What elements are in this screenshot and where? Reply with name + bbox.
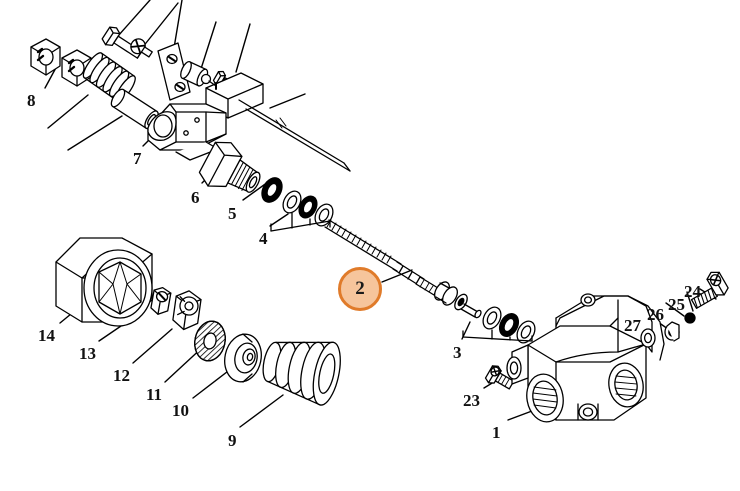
part-5-o-ring: [261, 177, 283, 203]
label-10: 10: [172, 401, 189, 420]
label-25: 25: [668, 295, 685, 314]
part-7-fork-bracket: [147, 103, 227, 161]
part-6-hex-fitting: [198, 141, 261, 193]
part-27-bushing: [664, 321, 680, 342]
part-14-socket-housing: [55, 237, 153, 327]
part-2-threaded-spindle: [324, 219, 482, 319]
label-27: 27: [624, 316, 641, 335]
label-24: 24: [684, 282, 701, 301]
part-1-housing-body: [506, 293, 665, 423]
label-13: 13: [79, 344, 96, 363]
hex-screw-short: [130, 38, 153, 58]
highlight-callout-2[interactable]: 2: [338, 267, 382, 311]
label-3: 3: [453, 343, 462, 362]
label-11: 11: [146, 385, 163, 404]
label-4: 4: [259, 229, 268, 248]
part-11-serrated-washer: [194, 320, 226, 362]
part-4-washer-set: [270, 190, 334, 232]
sleeve-bush: [110, 88, 159, 130]
part-10-cup-washer: [224, 333, 262, 383]
part-8-cap-nut: [30, 38, 61, 76]
label-23: 23: [463, 391, 480, 410]
part-23-flange-screw: [484, 365, 515, 390]
part-9-conical-spring: [262, 341, 341, 406]
part-13-small-nut: [150, 286, 172, 315]
label-26: 26: [647, 305, 664, 324]
sensor-block: [200, 72, 264, 119]
part-3-seal-set: [462, 306, 536, 344]
label-7: 7: [133, 149, 142, 168]
label-5: 5: [228, 204, 237, 223]
label-9: 9: [228, 431, 237, 450]
long-rod: [238, 99, 351, 172]
spacer-bush: [180, 61, 209, 87]
label-8: 8: [27, 91, 36, 110]
link-plate: [157, 42, 191, 101]
part-24-nut: [706, 271, 729, 296]
label-14: 14: [38, 326, 55, 345]
part-12-hex-nut: [172, 290, 202, 331]
part-26-ball: [684, 312, 696, 324]
label-6: 6: [191, 188, 200, 207]
label-1: 1: [492, 423, 501, 442]
label-12: 12: [113, 366, 130, 385]
